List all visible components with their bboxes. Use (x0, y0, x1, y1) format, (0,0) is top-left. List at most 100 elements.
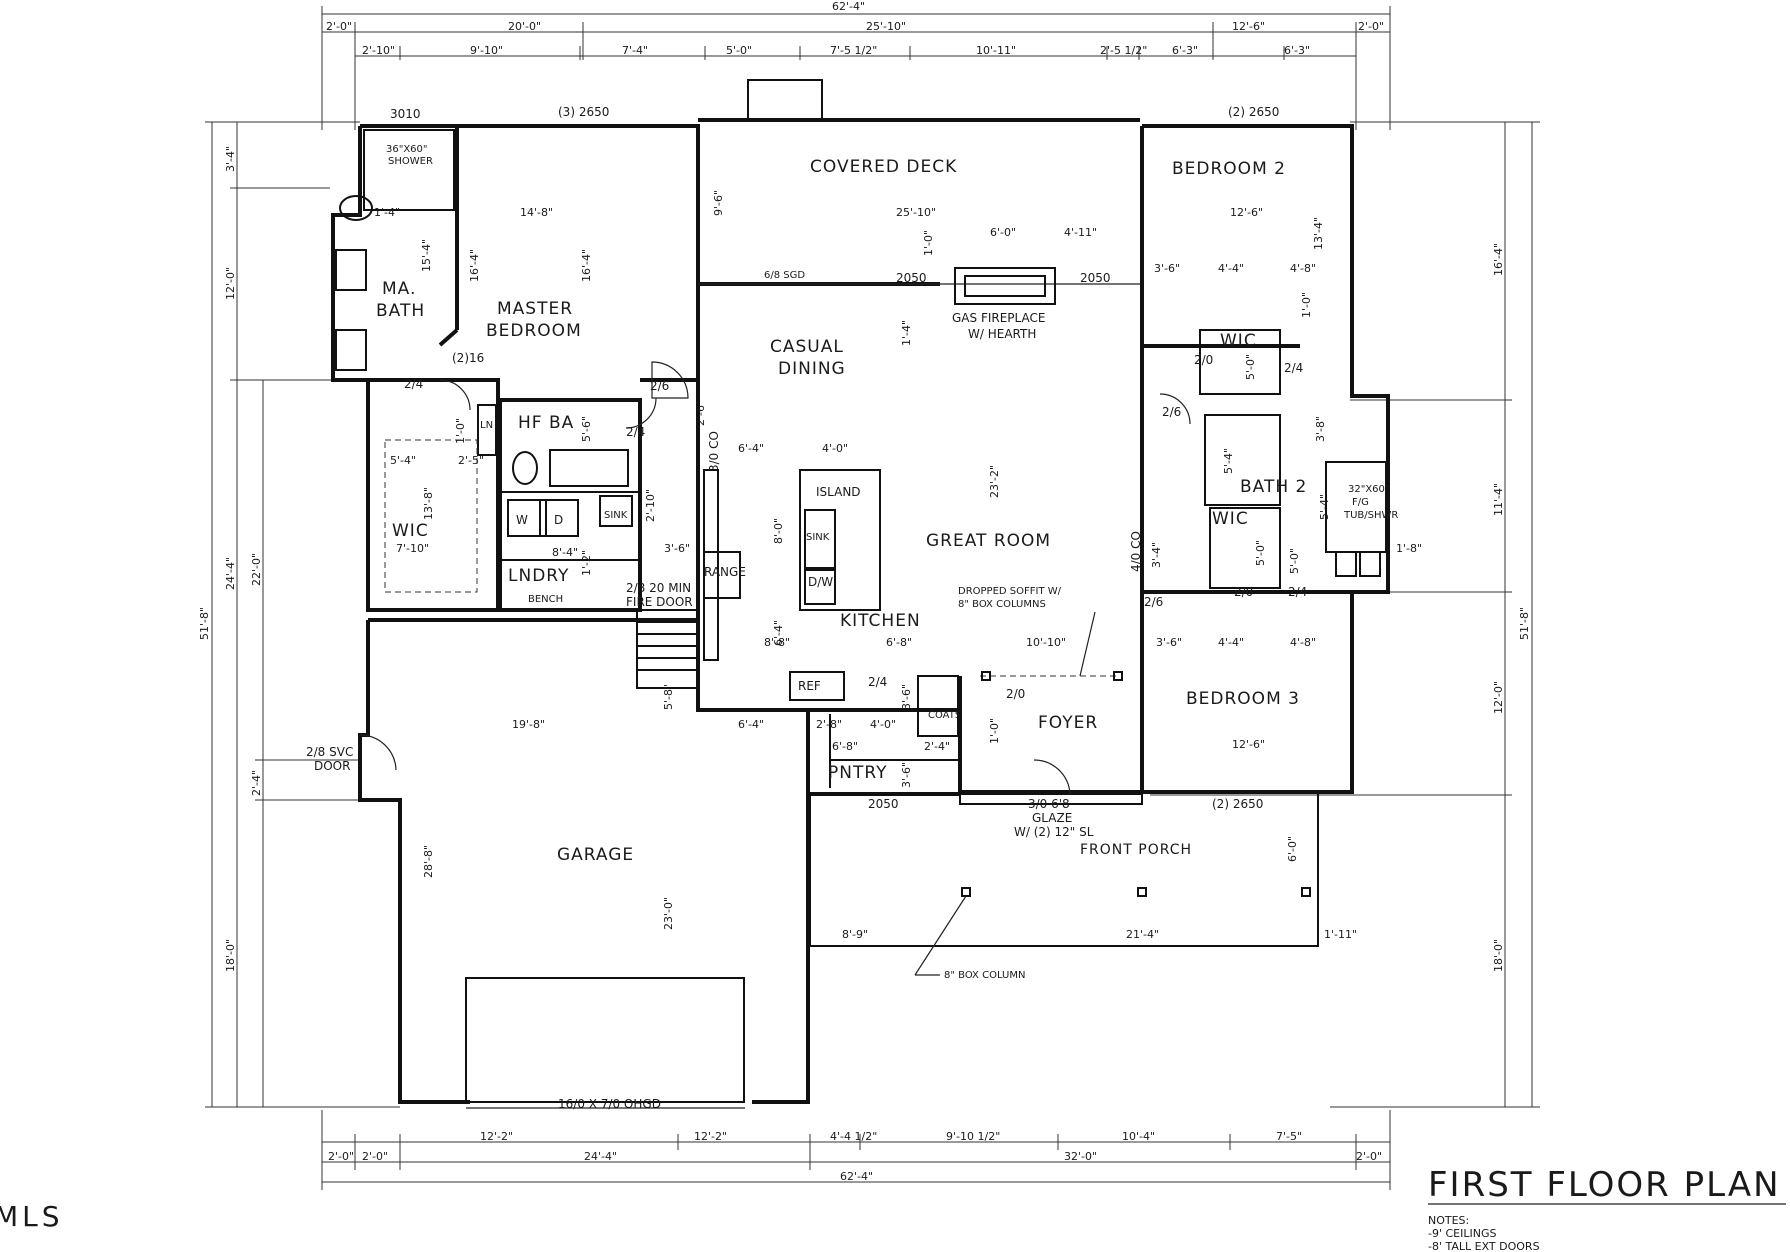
svg-text:51'-8": 51'-8" (198, 607, 211, 640)
svg-text:7'-10": 7'-10" (396, 542, 429, 555)
svg-text:(2) 2650: (2) 2650 (1212, 797, 1263, 811)
svg-text:12'-2": 12'-2" (694, 1130, 727, 1143)
room-bedroom-3: BEDROOM 3 (1186, 689, 1300, 709)
svg-text:2'-6": 2'-6" (694, 400, 707, 426)
svg-text:62'-4": 62'-4" (832, 0, 865, 13)
svg-text:12'-2": 12'-2" (480, 1130, 513, 1143)
room-wic-bedroom2: WIC (1220, 331, 1257, 351)
svg-text:6/8 SGD: 6/8 SGD (764, 270, 805, 281)
svg-text:TUB/SHWR: TUB/SHWR (1343, 510, 1398, 521)
svg-text:2/4: 2/4 (1284, 361, 1303, 375)
room-bedroom-2: BEDROOM 2 (1172, 159, 1286, 179)
svg-text:8'-8": 8'-8" (764, 636, 790, 649)
svg-text:36"X60": 36"X60" (386, 144, 428, 155)
svg-text:10'-11": 10'-11" (976, 44, 1016, 57)
svg-text:2/8 SVC: 2/8 SVC (306, 745, 353, 759)
svg-text:5'-4": 5'-4" (1318, 494, 1331, 520)
svg-text:GAS FIREPLACE: GAS FIREPLACE (952, 311, 1045, 325)
svg-text:2/6: 2/6 (1144, 595, 1163, 609)
svg-text:2050: 2050 (868, 797, 899, 811)
mls-watermark: MLS (0, 1200, 64, 1233)
room-hf-ba: HF BA (518, 413, 574, 433)
plan-title: FIRST FLOOR PLAN (1428, 1165, 1781, 1205)
svg-text:16'-4": 16'-4" (468, 249, 481, 282)
svg-text:5'-4": 5'-4" (390, 454, 416, 467)
svg-text:23'-2": 23'-2" (988, 465, 1001, 498)
svg-text:16'-4": 16'-4" (1492, 243, 1505, 276)
room-garage: GARAGE (557, 845, 634, 865)
svg-text:8'-9": 8'-9" (842, 928, 868, 941)
svg-text:3'-6": 3'-6" (664, 542, 690, 555)
svg-text:16/0 X 7/0 OHGD: 16/0 X 7/0 OHGD (558, 1097, 661, 1111)
note-ceilings: -9' CEILINGS (1428, 1227, 1496, 1240)
svg-text:14'-8": 14'-8" (520, 206, 553, 219)
svg-text:4'-4 1/2": 4'-4 1/2" (830, 1130, 877, 1143)
svg-text:2'-0": 2'-0" (328, 1150, 354, 1163)
svg-text:10'-4": 10'-4" (1122, 1130, 1155, 1143)
svg-text:5'-8": 5'-8" (662, 684, 675, 710)
room-master-line2: BEDROOM (486, 321, 582, 341)
svg-text:1'-0": 1'-0" (1300, 292, 1313, 318)
room-wic-master: WIC (392, 521, 429, 541)
svg-text:W/ (2) 12" SL: W/ (2) 12" SL (1014, 825, 1094, 839)
svg-text:1'-8": 1'-8" (1396, 542, 1422, 555)
svg-text:D: D (554, 513, 563, 527)
svg-text:SINK: SINK (806, 532, 830, 543)
svg-text:18'-0": 18'-0" (1492, 939, 1505, 972)
svg-text:COATS: COATS (928, 710, 961, 721)
svg-text:51'-8": 51'-8" (1518, 607, 1531, 640)
svg-text:4'-4": 4'-4" (1218, 636, 1244, 649)
svg-text:4'-4": 4'-4" (1218, 262, 1244, 275)
room-bath-2: BATH 2 (1240, 477, 1307, 497)
svg-text:2'-0": 2'-0" (1358, 20, 1384, 33)
svg-text:5'-0": 5'-0" (1244, 354, 1257, 380)
svg-text:DROPPED SOFFIT W/: DROPPED SOFFIT W/ (958, 586, 1062, 597)
svg-text:15'-4": 15'-4" (420, 239, 433, 272)
dimension-lines (205, 6, 1540, 1190)
svg-text:5'-0": 5'-0" (1288, 548, 1301, 574)
svg-text:12'-0": 12'-0" (224, 267, 237, 300)
room-front-porch: FRONT PORCH (1080, 842, 1192, 858)
room-pantry: PNTRY (828, 763, 887, 783)
svg-text:1'-4": 1'-4" (900, 320, 913, 346)
svg-text:6'-0": 6'-0" (990, 226, 1016, 239)
svg-text:2050: 2050 (1080, 271, 1111, 285)
svg-text:25'-10": 25'-10" (896, 206, 936, 219)
svg-text:7'-5": 7'-5" (1276, 1130, 1302, 1143)
svg-text:2/0: 2/0 (1006, 687, 1025, 701)
svg-text:LN: LN (480, 420, 493, 431)
svg-text:5'-0": 5'-0" (1254, 540, 1267, 566)
svg-text:8" BOX COLUMNS: 8" BOX COLUMNS (958, 599, 1046, 610)
svg-text:2/6: 2/6 (650, 379, 669, 393)
svg-text:1'-0": 1'-0" (988, 718, 1001, 744)
svg-text:12'-6": 12'-6" (1232, 738, 1265, 751)
svg-text:1'-4": 1'-4" (374, 206, 400, 219)
svg-text:4'-8": 4'-8" (1290, 262, 1316, 275)
svg-text:8'-4": 8'-4" (552, 546, 578, 559)
room-casual-line1: CASUAL (770, 337, 844, 357)
svg-text:(2)16: (2)16 (452, 351, 484, 365)
svg-text:DOOR: DOOR (314, 759, 350, 773)
annotations: 36"X60" SHOWER GAS FIREPLACE W/ HEARTH I… (306, 105, 1398, 1111)
svg-text:2/0: 2/0 (1234, 585, 1253, 599)
room-covered-deck: COVERED DECK (810, 157, 957, 177)
svg-text:7'-5 1/2": 7'-5 1/2" (830, 44, 877, 57)
svg-text:2'-4": 2'-4" (250, 770, 263, 796)
svg-text:RANGE: RANGE (704, 565, 746, 579)
svg-text:W: W (516, 513, 528, 527)
svg-text:6'-4": 6'-4" (738, 718, 764, 731)
svg-text:2050: 2050 (896, 271, 927, 285)
svg-text:8'-0": 8'-0" (772, 518, 785, 544)
svg-text:10'-10": 10'-10" (1026, 636, 1066, 649)
svg-text:5'-0": 5'-0" (726, 44, 752, 57)
svg-text:2'-0": 2'-0" (362, 1150, 388, 1163)
svg-text:3010: 3010 (390, 107, 421, 121)
note-ext-doors: -8' TALL EXT DOORS (1428, 1240, 1540, 1252)
svg-text:F/G: F/G (1352, 497, 1369, 508)
svg-text:ISLAND: ISLAND (816, 485, 861, 499)
dimension-text: 62'-4" 2'-0" 20'-0" 25'-10" 12'-6" 2'-0"… (198, 0, 1531, 1183)
svg-text:28'-8": 28'-8" (422, 845, 435, 878)
svg-text:2/4: 2/4 (626, 425, 645, 439)
svg-text:SINK: SINK (604, 510, 628, 521)
